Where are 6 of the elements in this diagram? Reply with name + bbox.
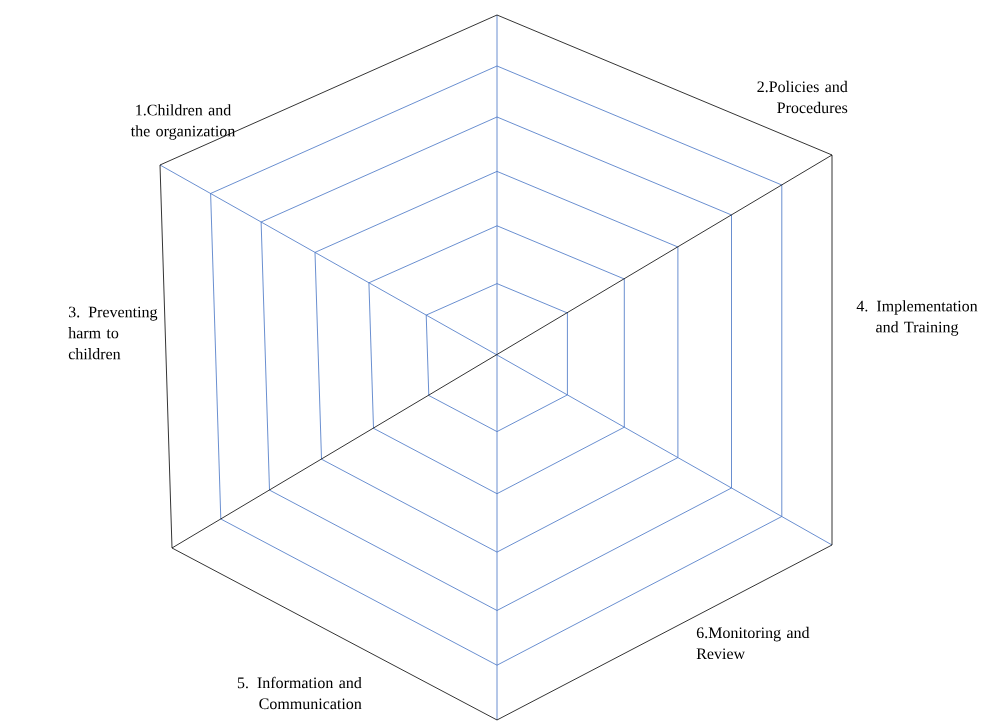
axis-label: 2.Policies and Procedures xyxy=(757,80,848,114)
axis-label: 5. Information and Communication xyxy=(237,676,362,710)
axis-label: 6.Monitoring and Review xyxy=(696,626,810,660)
axis-label: 3. Preventing harm to children xyxy=(68,306,158,360)
axis-label: 4. Implementation and Training xyxy=(856,300,978,336)
axis-label: 1.Children and the organization xyxy=(130,104,236,140)
